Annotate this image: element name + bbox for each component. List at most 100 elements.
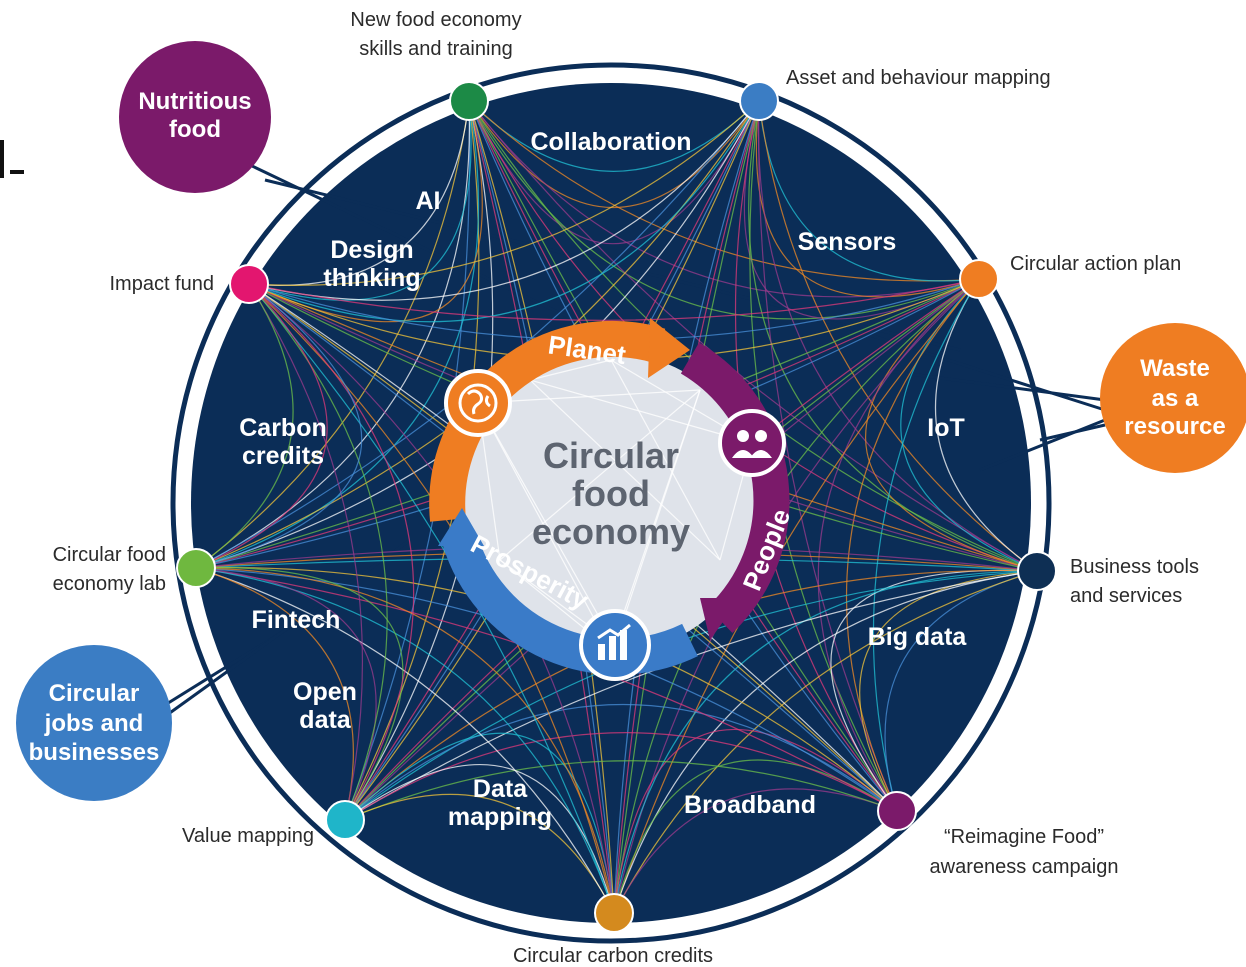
web-link: [468, 100, 980, 298]
web-link: [248, 283, 415, 821]
enabler-broadband: Broadband: [684, 791, 816, 819]
ring-node-impact: [229, 264, 269, 304]
web-link: [248, 283, 388, 821]
center-web-line: [529, 379, 721, 561]
center-web: [477, 359, 753, 651]
node-label-action: Circular action plan: [1010, 253, 1181, 275]
web-link: [248, 278, 980, 321]
callout-nutritious-line-2: food: [169, 116, 221, 143]
enabler-sensors: Sensors: [798, 228, 897, 256]
web-link: [344, 793, 615, 914]
center-web-line: [610, 359, 721, 561]
web-link: [613, 728, 898, 914]
web-link: [195, 283, 363, 569]
ring-node-value: [325, 800, 365, 840]
web-link: [248, 100, 483, 323]
callout-waste-as-a-resource: [1100, 323, 1246, 473]
enabler-collaboration: Collaboration: [530, 128, 691, 156]
ring-node-lab: [176, 548, 216, 588]
web-link: [344, 763, 615, 914]
web-link: [195, 100, 480, 569]
node-label-business-2: and services: [1070, 585, 1182, 607]
ring-node-business: [1017, 551, 1057, 591]
web-link: [468, 100, 760, 172]
ring-node-asset: [739, 81, 779, 121]
web-link: [195, 283, 294, 569]
web-link: [865, 278, 1038, 572]
enabler-ai: AI: [416, 187, 441, 215]
web-link: [468, 100, 980, 282]
center-title-line-2: food: [572, 473, 650, 514]
web-link: [758, 100, 1038, 572]
callout-connector: [164, 588, 351, 707]
web-link: [195, 100, 471, 569]
node-label-reimagine-2: awareness campaign: [930, 856, 1119, 878]
web-link: [248, 100, 472, 301]
callout-waste-line-2: as a: [1152, 385, 1199, 412]
web-link: [195, 567, 615, 914]
center-web-line: [477, 402, 612, 651]
planet-arrowhead: [648, 318, 690, 378]
web-link: [830, 569, 1038, 812]
edge-mark: [10, 170, 24, 174]
web-link: [195, 567, 615, 914]
web-link: [195, 567, 404, 821]
globe-icon: [444, 369, 512, 437]
node-label-asset: Asset and behaviour mapping: [786, 67, 1051, 89]
web-link: [248, 100, 760, 286]
web-link: [613, 570, 1038, 914]
callout-jobs-line-1: Circular: [49, 680, 140, 707]
callout-connector: [1039, 423, 1106, 442]
node-label-lab-1: Circular food: [53, 544, 166, 566]
enabler-carbon-credits-1: Carbon: [239, 414, 327, 442]
ring-node-reimagine: [877, 791, 917, 831]
web-link: [195, 567, 615, 914]
web-link: [757, 100, 1038, 572]
web-link: [248, 283, 364, 821]
web-link: [748, 100, 1038, 572]
enabler-design-thinking-1: Design: [330, 236, 413, 264]
web-link: [613, 570, 1038, 914]
web-link: [195, 100, 470, 569]
web-link: [344, 760, 898, 821]
node-label-business-1: Business tools: [1070, 556, 1199, 578]
web-link: [468, 100, 980, 320]
edge-mark: [0, 140, 4, 178]
enabler-big-data: Big data: [868, 623, 968, 651]
prosperity-arrowhead: [438, 508, 484, 546]
web-link: [817, 278, 980, 812]
ring-node-skills: [449, 81, 489, 121]
callout-waste-line-1: Waste: [1140, 355, 1210, 382]
web-link: [846, 278, 980, 812]
callout-nutritious-food: [119, 41, 271, 193]
ring-node-carbon: [594, 893, 634, 933]
prosperity-arc: [442, 534, 698, 675]
callout-circular-jobs: [16, 645, 172, 801]
web-link: [195, 283, 328, 569]
enabler-open-data-1: Open: [293, 678, 357, 706]
center-web-line: [610, 389, 701, 651]
web-link: [613, 788, 898, 914]
web-link: [344, 732, 615, 914]
ring-nodes: [176, 81, 1057, 933]
center-title-line-1: Circular: [543, 435, 679, 476]
web-link: [468, 100, 760, 208]
web-link: [758, 100, 898, 812]
web-link: [468, 100, 760, 245]
enabler-iot: IoT: [927, 414, 965, 442]
ring-node-action: [959, 259, 999, 299]
web-link: [613, 570, 1038, 914]
web-link: [743, 100, 980, 320]
center-web-line: [529, 359, 612, 381]
node-label-skills-1: New food economy: [350, 9, 521, 31]
callout-jobs-line-2: jobs and: [44, 710, 144, 737]
center-web-line: [499, 389, 701, 561]
enabler-design-thinking-2: thinking: [323, 264, 420, 292]
enabler-open-data-2: data: [299, 706, 352, 734]
node-label-carbon: Circular carbon credits: [513, 945, 713, 967]
web-link: [884, 570, 1038, 812]
center-title-line-3: economy: [532, 511, 690, 552]
node-label-impact: Impact fund: [109, 273, 214, 295]
node-label-lab-2: economy lab: [53, 573, 166, 595]
